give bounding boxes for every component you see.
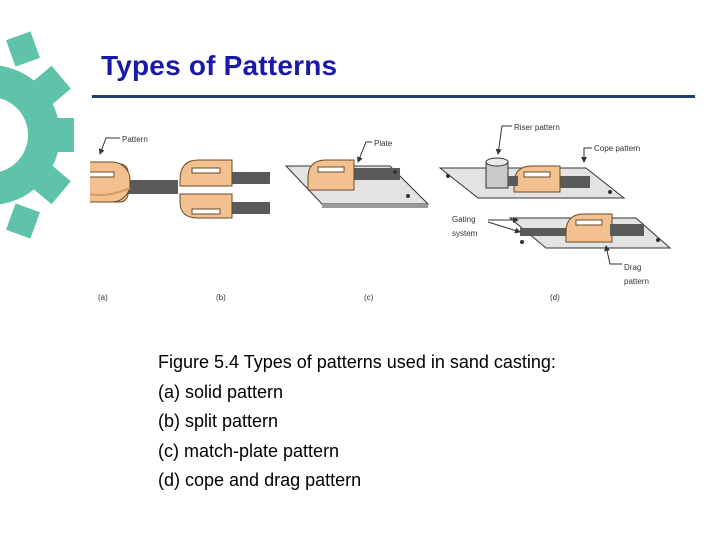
patterns-figure: Pattern Plate Riser pattern Cope pattern… (90, 123, 672, 302)
caption-item-c: (c) match‑plate pattern (158, 440, 340, 461)
plate-callout: Plate (374, 139, 393, 148)
gear-icon (0, 31, 74, 239)
caption-item-a: (a) solid pattern (158, 381, 284, 402)
pattern-callout: Pattern (122, 135, 148, 144)
cope-pattern-callout: Cope pattern (594, 144, 640, 153)
caption-item-d: (d) cope and drag pattern (158, 470, 362, 490)
title-underline (92, 95, 695, 98)
drag-callout: Drag (624, 263, 641, 272)
solid-pattern-drawing (90, 161, 178, 203)
cope-drag-drawing (438, 157, 672, 249)
caption-title: Figure 5.4 Types of patterns used in san… (158, 352, 556, 372)
slide-title: Types of Patterns (101, 50, 338, 81)
gating-callout: Gating (452, 215, 476, 224)
panel-label-d: (d) (550, 293, 560, 302)
match-plate-drawing (284, 159, 430, 208)
panel-label-a: (a) (98, 293, 108, 302)
drag-pattern-callout: pattern (624, 277, 649, 286)
system-callout: system (452, 229, 478, 238)
caption-item-b: (b) split pattern (158, 411, 279, 431)
riser-pattern-callout: Riser pattern (514, 123, 560, 132)
split-pattern-drawing (179, 159, 270, 219)
figure-caption: Figure 5.4 Types of patterns used in san… (158, 348, 556, 496)
panel-label-c: (c) (364, 293, 374, 302)
panel-label-b: (b) (216, 293, 226, 302)
